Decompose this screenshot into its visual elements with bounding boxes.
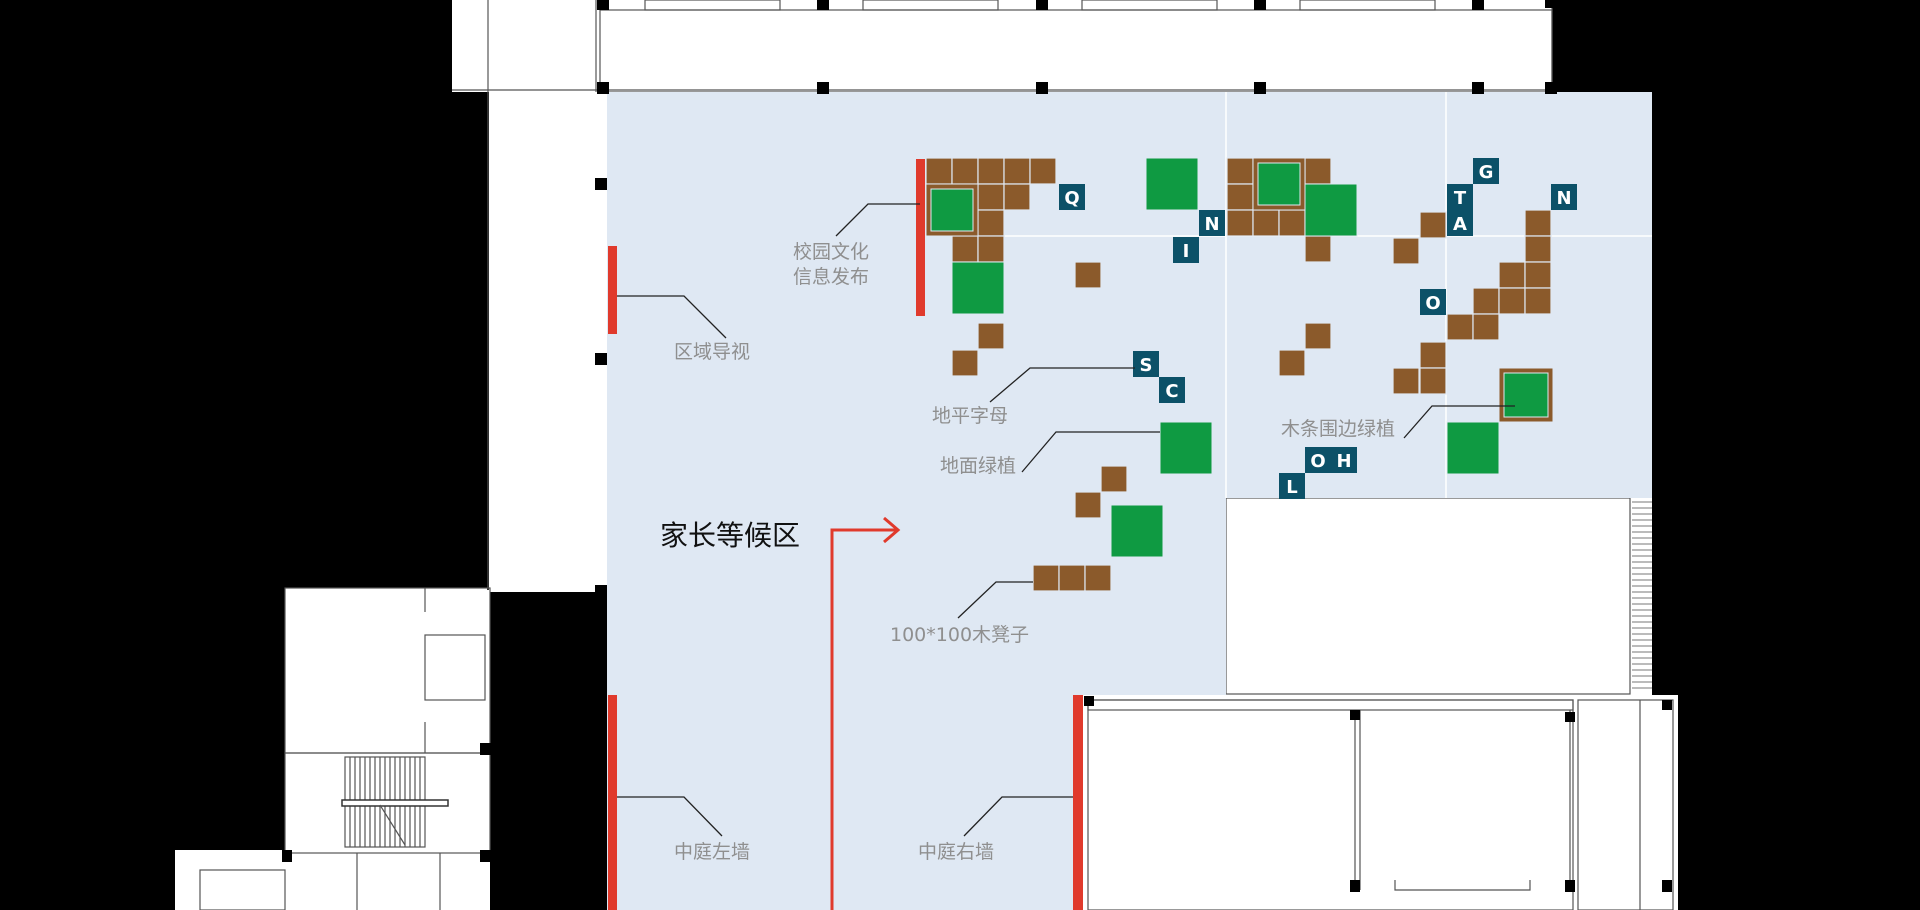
svg-text:N: N: [1556, 188, 1571, 209]
plant-box: [1304, 183, 1358, 237]
letter-tile: Q: [1059, 184, 1085, 210]
letter-tile: S: [1133, 351, 1159, 377]
svg-text:L: L: [1286, 477, 1297, 498]
letter-tile: O: [1420, 289, 1446, 315]
label-floor-plants: 地面绿植: [940, 455, 1016, 477]
svg-text:G: G: [1479, 162, 1494, 183]
flow-arrow: [830, 516, 901, 910]
floor-letters: Q N I G T A N O: [1059, 158, 1577, 499]
atrium-left-wall-sign: [608, 695, 617, 910]
svg-text:H: H: [1336, 451, 1351, 472]
stair: [341, 756, 449, 848]
label-campus-info: 校园文化: [793, 241, 869, 263]
plant-box: [1446, 421, 1500, 475]
columns: [282, 0, 1672, 892]
letter-tile: O: [1305, 447, 1331, 473]
atrium-right-wall-sign: [1073, 695, 1083, 910]
svg-text:I: I: [1183, 241, 1190, 262]
svg-text:C: C: [1165, 381, 1178, 402]
plant-box: [1159, 421, 1213, 475]
plant-box: [1257, 162, 1301, 206]
red-signage: [608, 159, 1083, 910]
svg-text:A: A: [1453, 214, 1467, 235]
label-atrium-right-wall: 中庭右墙: [918, 841, 994, 863]
building-structure: [175, 0, 1678, 910]
hatch-strip: [1632, 501, 1652, 689]
letter-tile: G: [1473, 158, 1499, 184]
plant-box: [1145, 157, 1199, 211]
letter-tile: A: [1447, 210, 1473, 236]
plant-box: [951, 261, 1005, 315]
svg-text:O: O: [1425, 293, 1440, 314]
plant-box: [1503, 372, 1549, 418]
label-atrium-left-wall: 中庭左墙: [674, 841, 750, 863]
area-guide-sign: [608, 246, 617, 334]
letter-tile: C: [1159, 377, 1185, 403]
svg-text:S: S: [1140, 355, 1153, 376]
letter-tile: L: [1279, 473, 1305, 499]
letter-tile: I: [1173, 237, 1199, 263]
green-plants: [925, 157, 1554, 558]
plant-box: [1110, 504, 1164, 558]
letter-tile: N: [1551, 184, 1577, 210]
wood-blocks: [925, 157, 1552, 592]
svg-text:Q: Q: [1064, 188, 1079, 209]
label-wood-planters: 木条围边绿植: [1281, 418, 1395, 440]
label-campus-info-2: 信息发布: [793, 266, 869, 288]
letter-tile: T: [1447, 184, 1473, 210]
letter-tile: N: [1199, 210, 1225, 236]
leader-lines: [617, 203, 1515, 837]
labels: 校园文化 信息发布 区域导视 地平字母 地面绿植 木条围边绿植 100*100木…: [660, 241, 1395, 863]
label-stool: 100*100木凳子: [890, 624, 1029, 646]
plant-box: [930, 188, 974, 232]
svg-text:N: N: [1204, 214, 1219, 235]
svg-text:T: T: [1454, 188, 1467, 209]
svg-text:O: O: [1310, 451, 1325, 472]
area-title: 家长等候区: [660, 519, 800, 552]
letter-tile: H: [1331, 447, 1357, 473]
label-floor-letters: 地平字母: [932, 405, 1008, 427]
campus-info-board: [916, 159, 925, 316]
label-area-guide: 区域导视: [674, 341, 750, 363]
